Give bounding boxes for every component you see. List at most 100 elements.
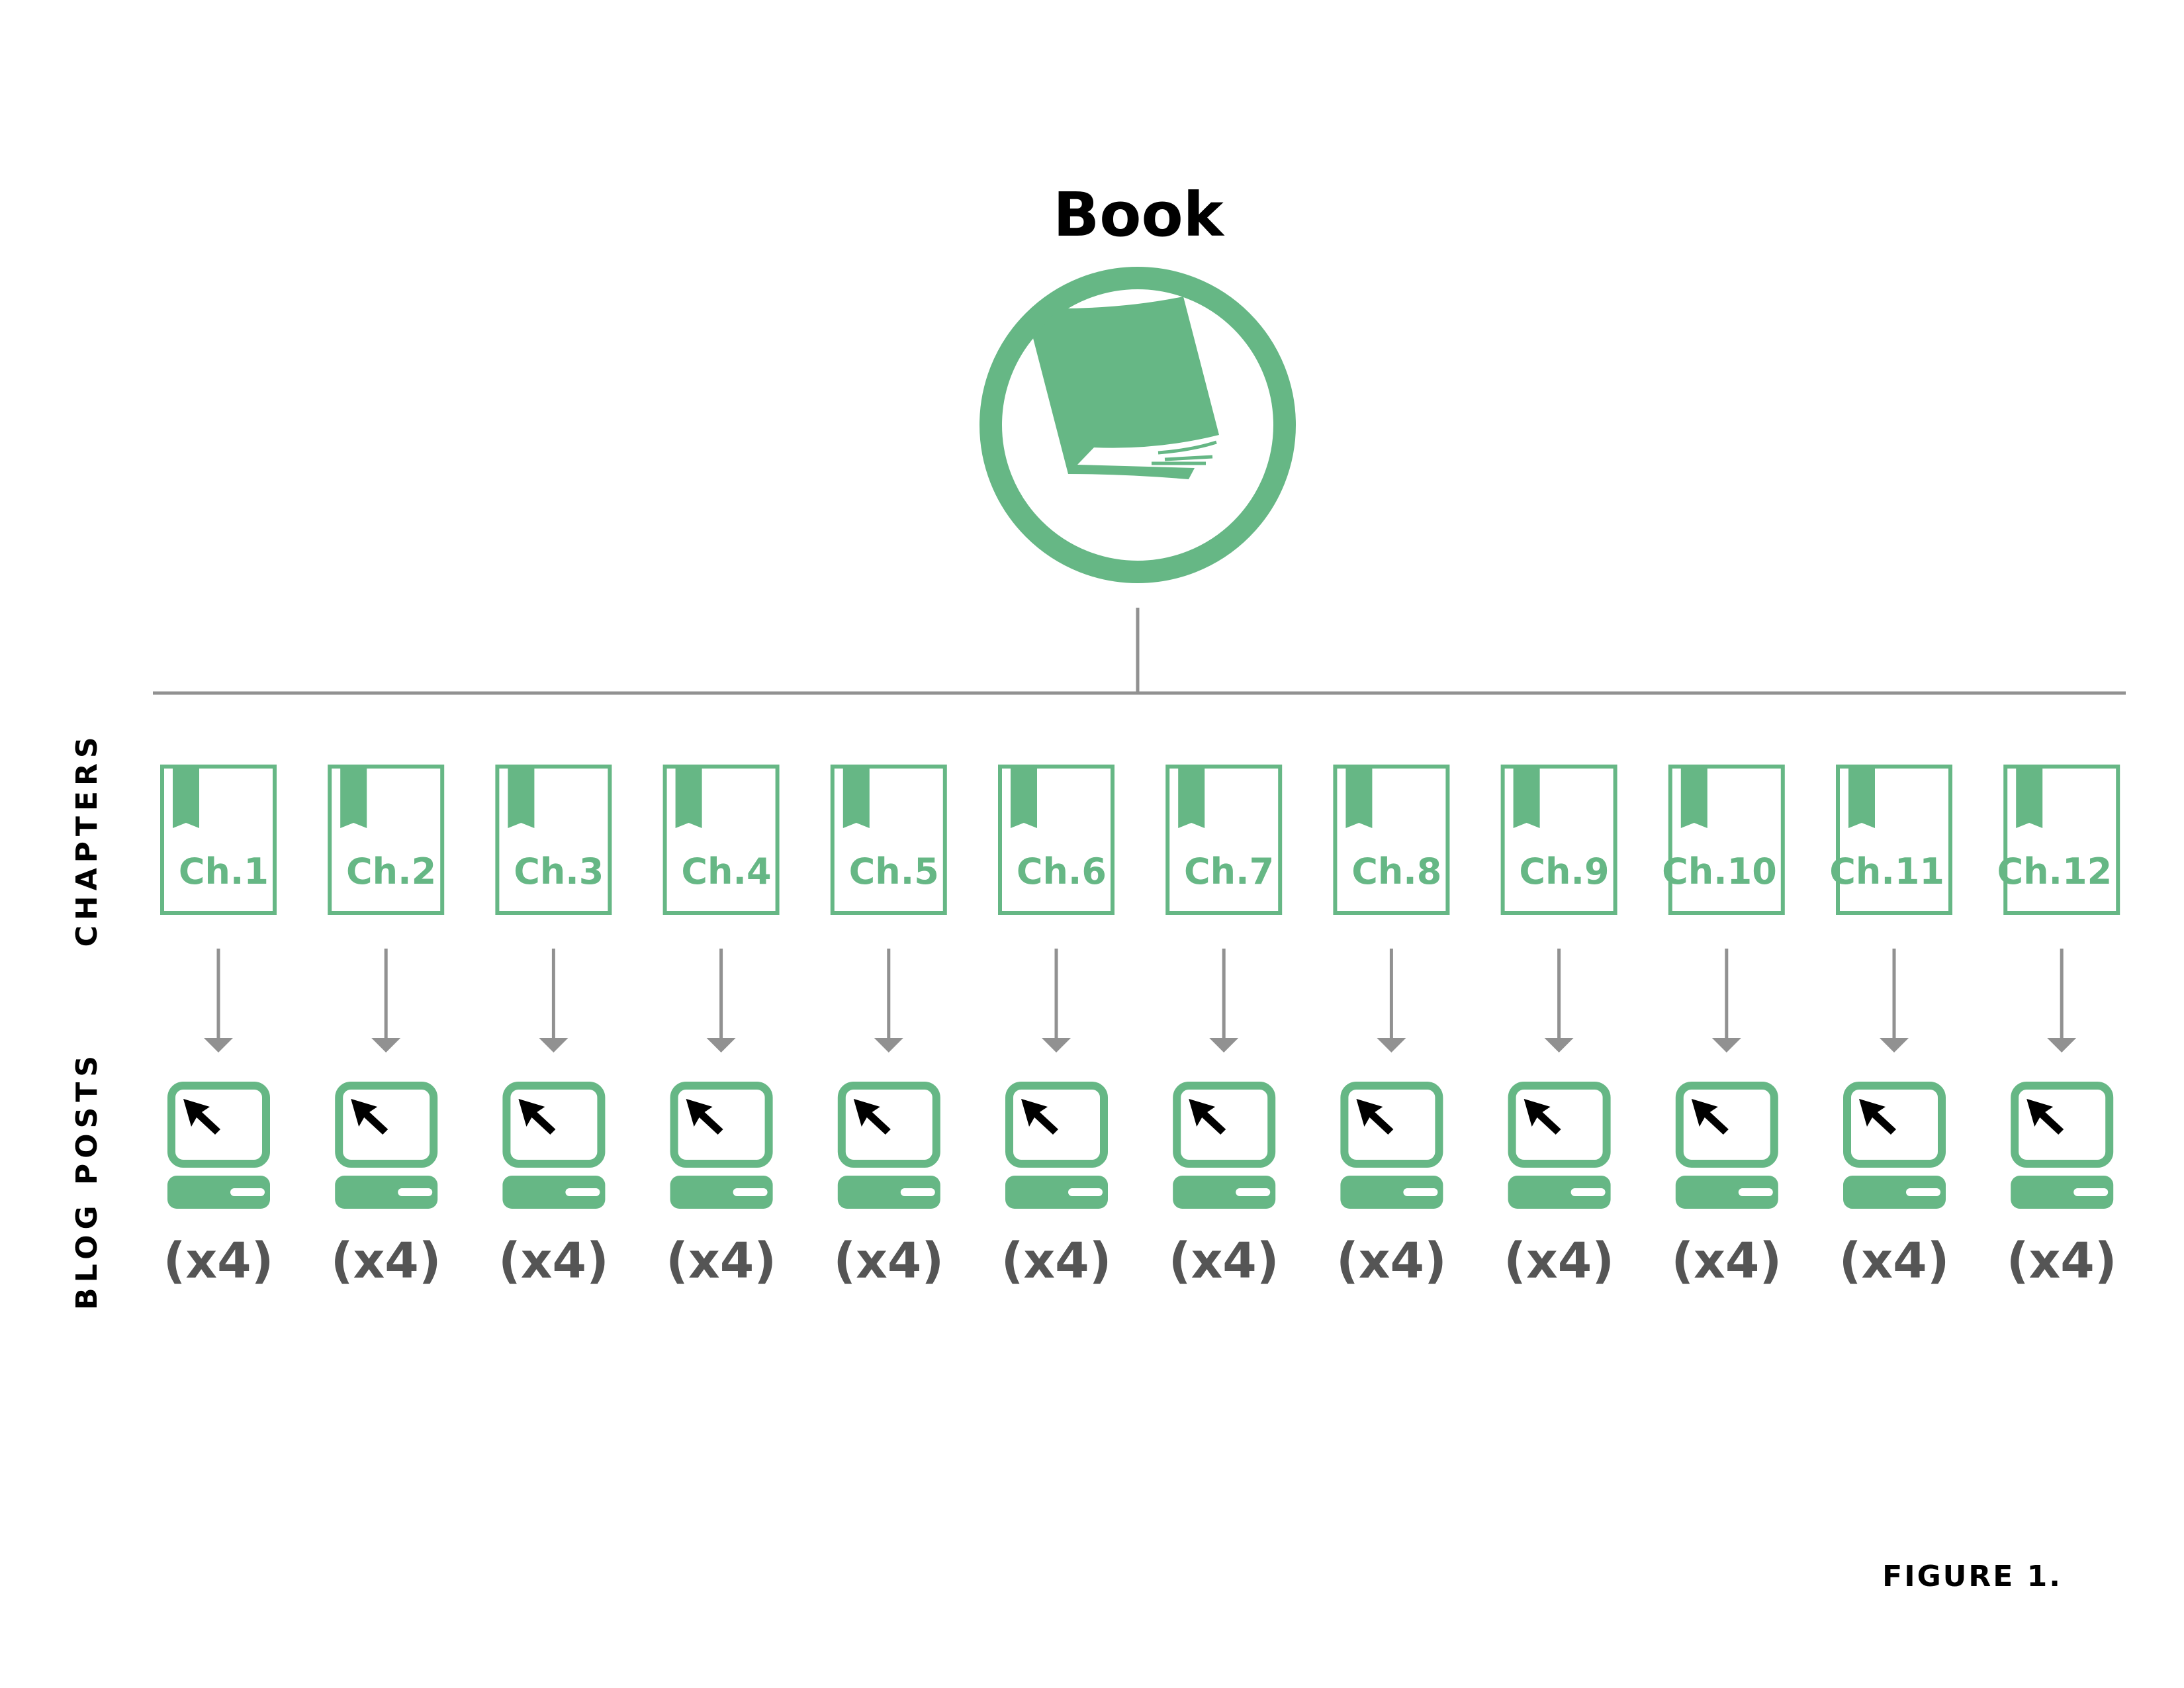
post-count: (x4) [1001,1233,1112,1289]
chapter-column: Ch.1 (x4) [160,765,277,1289]
post-count: (x4) [1336,1233,1447,1289]
book-title: Book [1053,179,1225,250]
computer-drive-slot [1570,1188,1606,1196]
monitor-screen [1340,1082,1443,1168]
cursor-arrow [1189,1099,1226,1135]
cursor-arrow [2026,1099,2064,1135]
computer-drive-slot [1403,1188,1438,1196]
bookmark-icon [173,765,199,828]
bookmark-icon [1513,765,1540,828]
book-icon-cover [1033,297,1219,479]
computer-cursor-icon [1843,1082,1946,1209]
bookmark-icon [508,765,535,828]
computer-cursor-icon [837,1082,940,1209]
chapter-columns: Ch.1(x4)Ch.2(x4)Ch.3(x4)Ch.4(x4)Ch.5(x4)… [160,765,2120,1289]
computer-base [1005,1176,1108,1209]
computer-drive-slot [1068,1188,1103,1196]
chapter-column: Ch.9 (x4) [1500,765,1617,1289]
chapter-label: Ch.2 [346,851,436,892]
arrow-head [371,1038,401,1053]
chapter-column: Ch.6(x4) [998,765,1115,1289]
chapter-column: Ch.8 (x4) [1333,765,1450,1289]
computer-drive-slot [900,1188,935,1196]
post-count: (x4) [666,1233,776,1289]
computer-cursor-icon [1173,1082,1276,1209]
bookmark-icon [842,765,870,828]
bookmark-icon [1178,765,1205,828]
arrow-head [539,1038,569,1053]
chapter-label: Ch.8 [1351,851,1441,892]
computer-cursor-icon [1340,1082,1443,1209]
computer-base [502,1176,606,1209]
monitor-screen [1675,1082,1778,1168]
book-icon-ring [979,267,1296,583]
monitor-screen [167,1082,270,1168]
bookmark-icon [1011,765,1037,828]
chapter-label: Ch.9 [1519,851,1609,892]
post-count: (x4) [833,1233,944,1289]
arrow-head [1711,1038,1741,1053]
bookmark-icon [2016,765,2043,828]
computer-cursor-icon [1005,1082,1108,1209]
computer-cursor-icon [670,1082,773,1209]
monitor-screen [335,1082,438,1168]
chapter-label: Ch.12 [1997,851,2112,892]
monitor-screen [1843,1082,1946,1168]
cursor-arrow [183,1099,220,1135]
monitor-screen [1005,1082,1108,1168]
row-label-blog-posts: BLOG POSTS [70,1051,104,1310]
computer-cursor-icon [502,1082,606,1209]
computer-drive-slot [565,1188,600,1196]
chapter-box[interactable] [1500,765,1617,915]
chapter-label: Ch.1 [179,851,269,892]
computer-drive-slot [2073,1188,2109,1196]
computer-cursor-icon [2011,1082,2114,1209]
post-count: (x4) [498,1233,609,1289]
computer-base [167,1176,270,1209]
computer-drive-slot [1738,1188,1773,1196]
computer-cursor-icon [335,1082,438,1209]
cursor-arrow [351,1099,388,1135]
chapter-column: Ch.10(x4) [1662,765,1785,1289]
computer-cursor-icon [1508,1082,1611,1209]
arrow-head [1209,1038,1239,1053]
arrow-head [874,1038,903,1053]
monitor-screen [1173,1082,1276,1168]
book-icon-pages [1152,440,1217,465]
chapter-column: Ch.4 (x4) [662,765,780,1289]
post-count: (x4) [331,1233,441,1289]
computer-drive-slot [230,1188,265,1196]
bookmark-icon [675,765,702,828]
bookmark-icon [1680,765,1707,828]
figure-label: FIGURE 1. [1882,1560,2062,1593]
bookmark-icon [1848,765,1875,828]
computer-drive-slot [398,1188,433,1196]
bookmark-icon [1345,765,1373,828]
chapter-label: Ch.10 [1662,851,1777,892]
cursor-arrow [1356,1099,1394,1135]
computer-base [670,1176,773,1209]
arrow-head [1880,1038,1909,1053]
arrow-head [1544,1038,1574,1053]
arrow-head [1377,1038,1406,1053]
book-icon [979,267,1296,583]
computer-cursor-icon [167,1082,270,1209]
cursor-arrow [518,1099,556,1135]
monitor-screen [837,1082,940,1168]
chapter-label: Ch.4 [681,851,771,892]
chapter-label: Ch.3 [514,851,604,892]
computer-base [837,1176,940,1209]
post-count: (x4) [163,1233,274,1289]
computer-cursor-icon [1675,1082,1778,1209]
arrow-head [706,1038,736,1053]
chapter-column: Ch.3 (x4) [495,765,612,1289]
monitor-screen [502,1082,606,1168]
cursor-arrow [686,1099,723,1135]
cursor-arrow [1859,1099,1896,1135]
cursor-arrow [1524,1099,1561,1135]
chapter-column: Ch.12(x4) [1997,765,2120,1289]
chapter-label: Ch.7 [1184,851,1274,892]
cursor-arrow [1021,1099,1058,1135]
post-count: (x4) [1504,1233,1614,1289]
